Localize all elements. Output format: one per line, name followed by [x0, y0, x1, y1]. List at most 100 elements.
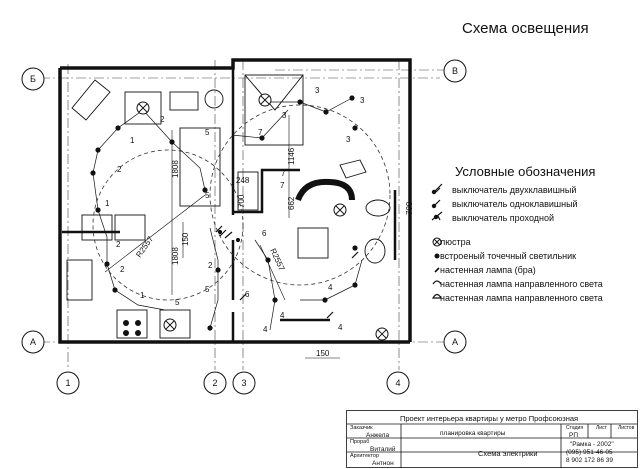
legend-item-directional-2: настенная лампа направленного света	[440, 293, 603, 303]
title-block-sheets-label: Листов	[618, 425, 635, 431]
mark-3c: 3	[360, 96, 365, 105]
dim-1808-bottom: 1808	[171, 247, 180, 265]
mark-5c: 5	[205, 285, 210, 294]
title-block-project: Проект интерьера квартиры у метро Профсо…	[400, 414, 579, 423]
title-block-designer: Виталий	[370, 446, 396, 453]
mark-3b: 3	[315, 86, 320, 95]
spot-19	[259, 135, 265, 141]
axis-bubble-1	[56, 371, 80, 395]
sink-unit	[159, 309, 191, 339]
drawing-title: Схема освещения	[462, 20, 589, 37]
legend-sconce-icon	[434, 267, 440, 273]
legend-item-switch-double: выключатель двухклавишный	[452, 185, 577, 195]
mark-3d: 3	[346, 135, 351, 144]
round-table	[204, 89, 224, 109]
burner-2	[135, 320, 141, 326]
spot-14	[272, 297, 278, 303]
legend-directional-lamp-1-icon	[432, 280, 442, 285]
spot-11	[297, 99, 303, 105]
mark-5a: 5	[205, 128, 210, 137]
chandelier-1-x	[138, 103, 148, 113]
mark-2e: 2	[208, 261, 213, 270]
legend-directional-lamp-2-icon	[431, 293, 443, 299]
spot-9	[323, 109, 329, 115]
axis-bubble-4	[386, 371, 410, 395]
bed-right	[244, 74, 304, 146]
mark-4c: 4	[338, 323, 343, 332]
axis-label-b: Б	[30, 74, 36, 84]
wire-left-diag	[142, 109, 206, 191]
switch-dot-1	[217, 229, 223, 235]
mark-1a: 1	[130, 136, 135, 145]
axis-label-v: В	[452, 66, 458, 76]
title-block-architect-label: Архитектор	[350, 453, 380, 459]
wire-hall	[254, 239, 276, 331]
legend-spot-icon	[434, 253, 440, 259]
legend-item-switch-single: выключатель одноклавишный	[452, 199, 578, 209]
axis-label-a-right: А	[452, 337, 458, 347]
axis-bubble-a-left	[21, 330, 45, 354]
axis-label-1: 1	[65, 378, 70, 388]
desk-rotated	[71, 79, 111, 121]
spot-7	[202, 187, 208, 193]
wire-top-right	[270, 97, 353, 113]
spot-3	[90, 170, 96, 176]
wall-outer-bottom	[58, 68, 410, 344]
axis-bubble-b	[21, 67, 45, 91]
mark-6a: 6	[262, 229, 267, 238]
chandelier-2-x	[260, 95, 270, 105]
spot-8	[169, 139, 175, 145]
axis-label-a-left: А	[30, 337, 36, 347]
dim-662: 662	[287, 196, 296, 210]
spot-16	[352, 282, 358, 288]
mark-7b: 7	[281, 169, 286, 178]
chandelier-5-x	[377, 329, 387, 339]
spot-5	[104, 261, 110, 267]
mark-4a: 4	[280, 311, 285, 320]
switch-2	[224, 231, 233, 239]
cabinet-1	[81, 214, 113, 241]
chandelier-4-x	[165, 320, 175, 330]
title-block-phone1: (095) 951-46-05	[566, 449, 613, 456]
axis-label-3: 3	[241, 378, 246, 388]
armchair	[124, 91, 162, 125]
mark-6b: 6	[245, 290, 250, 299]
dim-line-r-right	[259, 244, 286, 301]
mark-2d: 2	[120, 265, 125, 274]
mark-5d: 5	[175, 298, 180, 307]
mark-4d: 4	[263, 325, 268, 334]
legend-title: Условные обозначения	[455, 164, 596, 179]
bath-shelf	[339, 159, 367, 179]
spot-13	[265, 257, 271, 263]
mark-2a: 2	[160, 115, 165, 124]
washbasin	[365, 199, 391, 217]
title-block-customer: Анжела	[366, 432, 390, 439]
dim-1808-top: 1808	[171, 160, 180, 178]
mark-2c: 2	[116, 240, 121, 249]
mark-1b: 1	[105, 199, 110, 208]
bath-curved-wall	[295, 178, 355, 202]
mark-2b: 2	[117, 165, 122, 174]
toilet	[364, 238, 386, 264]
bed-right-pillow	[244, 74, 304, 111]
chandelier-3-x	[335, 205, 345, 215]
switch-dot-2	[235, 237, 241, 243]
title-block-sheet2: Схема электрики	[478, 449, 538, 458]
switch-4	[326, 311, 334, 319]
mark-3a: 3	[282, 111, 287, 120]
legend-item-spot: встроеный точечный светильник	[440, 251, 577, 261]
wall-outer-top	[60, 58, 412, 342]
dim-248: 248	[236, 176, 250, 185]
dim-1146: 1146	[287, 147, 296, 165]
title-block-company: "Рамка - 2002"	[570, 441, 614, 448]
dim-150-bottom: 150	[316, 349, 330, 358]
spot-15	[322, 297, 328, 303]
mark-7c: 7	[280, 181, 285, 190]
mark-7a: 7	[258, 128, 263, 137]
spot-6	[112, 287, 118, 293]
spot-20	[352, 245, 358, 251]
bed-left	[179, 127, 221, 207]
title-block-sheet-label: Лист	[596, 425, 607, 431]
